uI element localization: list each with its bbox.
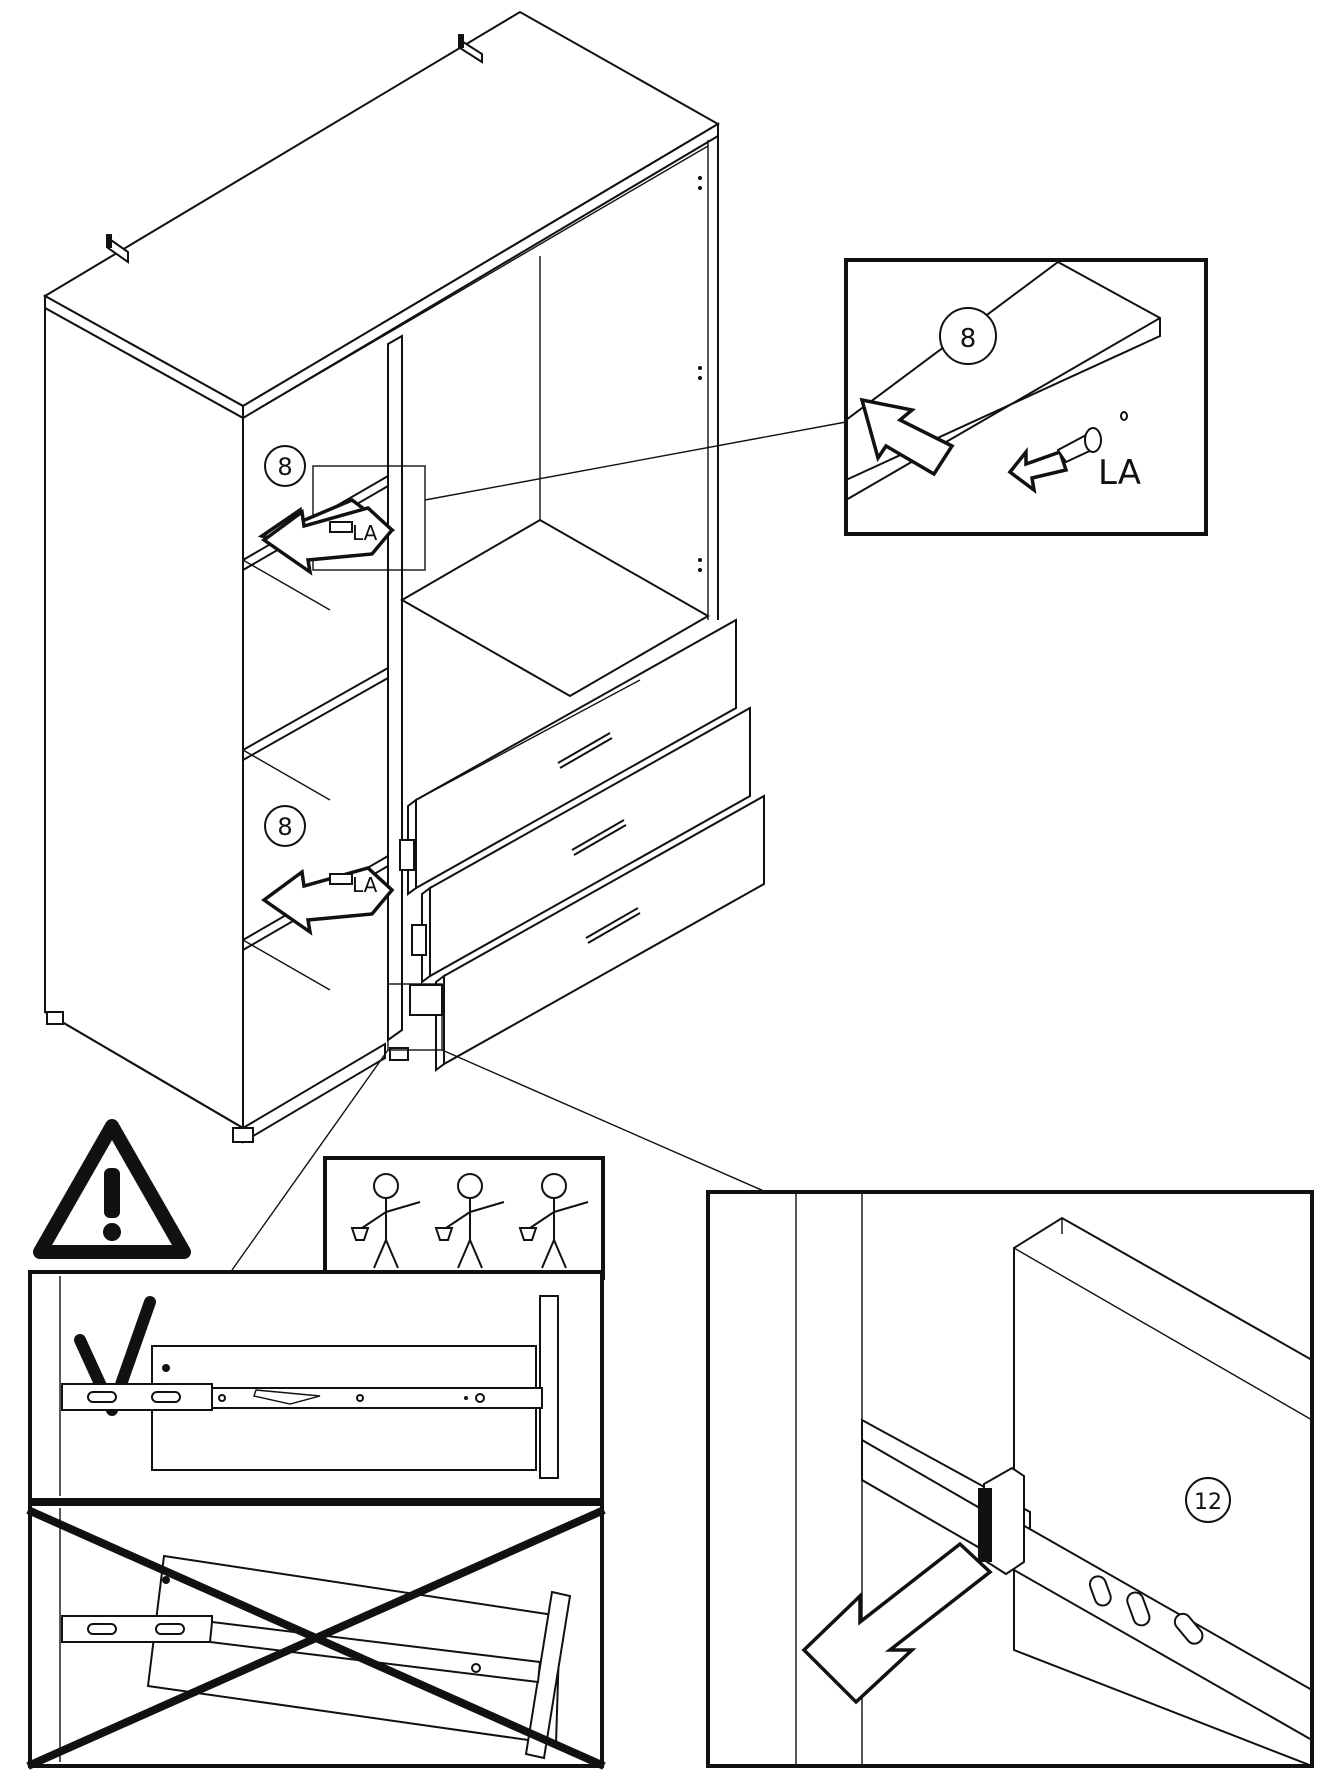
warning-triangle-icon: [33, 1119, 191, 1259]
upper-shelf-part-label: LA: [352, 521, 378, 545]
drawer-top: [407, 618, 737, 896]
zoom-shelf-part-label: LA: [1098, 453, 1141, 493]
wall-bracket-left: [106, 234, 129, 264]
zoom-runner-number: 12: [1194, 1490, 1222, 1515]
zoom-shelf-number: 8: [960, 324, 977, 354]
lower-shelf-callout: 8 LA: [260, 805, 395, 936]
zoom-runner-clip-panel: 12: [706, 1190, 1314, 1768]
cross-x-icon: [26, 1506, 606, 1770]
cabinet-drawing: 8 LA 8 LA: [42, 10, 765, 1144]
upper-shelf-callout: 8 LA: [257, 445, 396, 576]
drawer-bottom: [435, 794, 765, 1072]
upper-shelf-number: 8: [277, 453, 292, 481]
drawer-middle: [421, 706, 751, 984]
zoom-shelf-pin-panel: 8 LA: [844, 258, 1208, 536]
wall-bracket-right: [458, 34, 483, 64]
lower-shelf-part-label: LA: [352, 873, 378, 897]
wrong-runner-panel: [26, 1502, 606, 1770]
correct-runner-panel: [28, 1270, 604, 1502]
lower-shelf-number: 8: [277, 813, 292, 841]
three-persons-carrying-icon: [323, 1156, 605, 1280]
